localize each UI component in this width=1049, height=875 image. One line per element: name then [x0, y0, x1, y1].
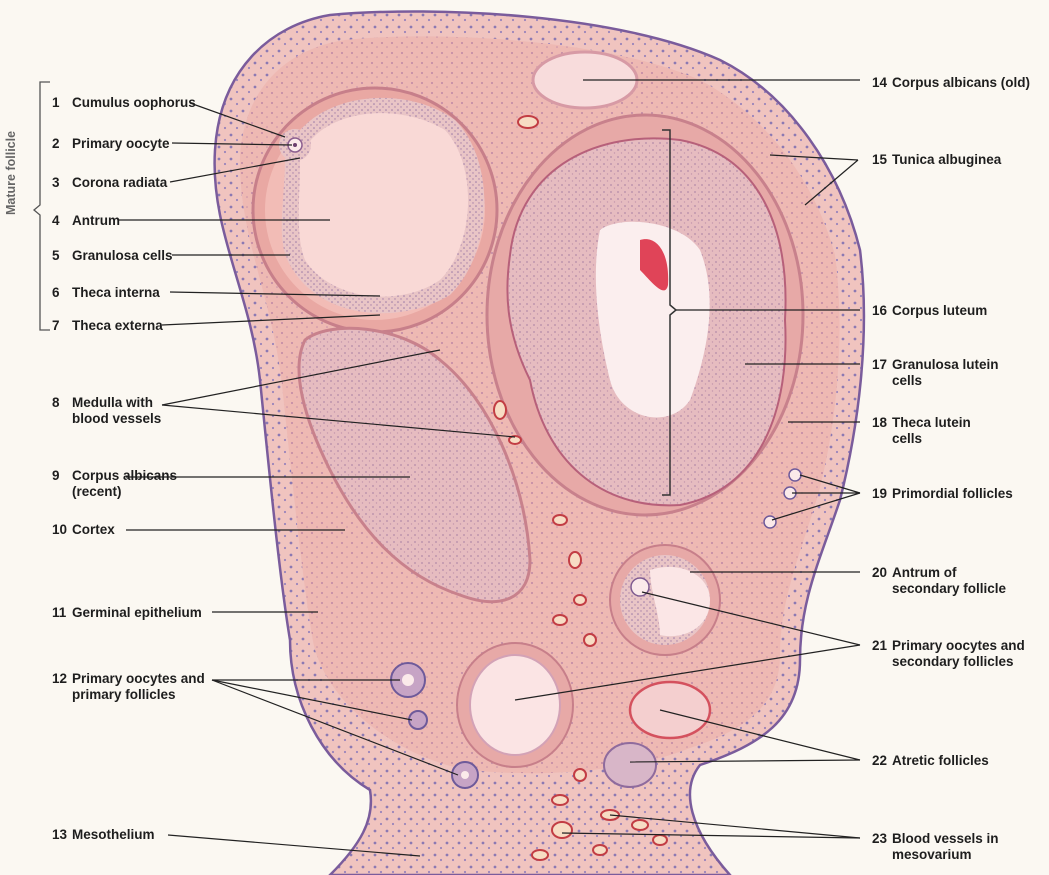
atretic-follicle: [630, 682, 710, 738]
primordial-follicle: [764, 516, 776, 528]
mature-follicle-side-label: Mature follicle: [4, 155, 22, 215]
mature-follicle-brace: [34, 82, 50, 330]
atretic-follicle-small: [604, 743, 656, 787]
primordial-follicle: [789, 469, 801, 481]
antrum: [299, 113, 468, 296]
